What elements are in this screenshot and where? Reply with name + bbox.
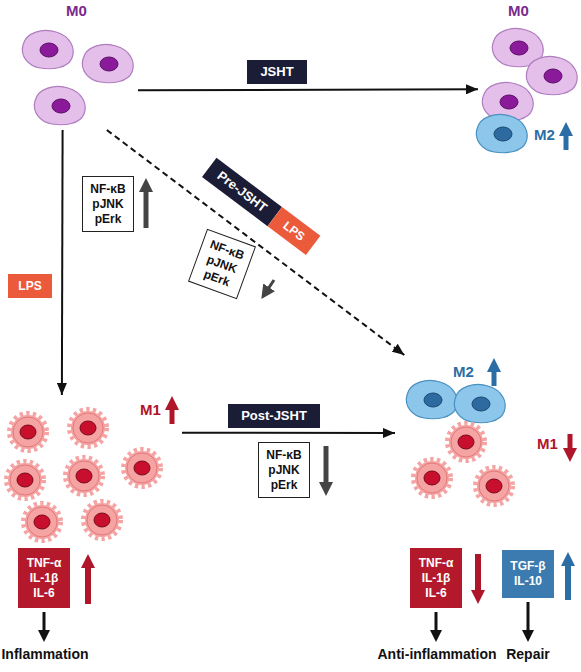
box-label: LPS	[18, 279, 41, 294]
signal-box: NF-κB pJNK pErk	[82, 176, 134, 232]
m1-cells	[8, 411, 511, 539]
stimulus-box: LPS	[268, 207, 321, 255]
box-label: NF-κB pJNK pErk	[262, 448, 306, 493]
treatment-box: Post-JSHT	[228, 404, 320, 428]
cell-type-label: M0	[508, 2, 529, 19]
box-label: TNF-α IL-1β IL-6	[21, 556, 67, 601]
m2-cells	[406, 115, 527, 423]
m1-cell	[415, 461, 449, 495]
increase-arrow	[170, 408, 175, 424]
m0-cell	[34, 87, 85, 125]
cytokine-box: TGF-β IL-10	[502, 550, 554, 598]
cell-type-label: M0	[66, 2, 87, 19]
m1-cell	[11, 415, 45, 449]
increase-arrow	[565, 564, 571, 600]
box-label: LPS	[280, 218, 308, 244]
m1-cell	[477, 469, 511, 503]
outcome-arrow	[435, 612, 438, 632]
stimulus-box: LPS	[8, 274, 52, 298]
m1-cell	[71, 411, 105, 445]
cell-type-label: M1	[537, 435, 558, 452]
signal-box: NF-κB pJNK pErk	[188, 229, 256, 299]
outcome-label: Repair	[498, 646, 558, 662]
m1-cell	[449, 425, 483, 459]
cell-cluster: M0	[8, 2, 138, 130]
box-label: JSHT	[260, 64, 293, 80]
increase-arrow	[564, 134, 569, 150]
increase-arrow	[85, 566, 91, 604]
signal-box: NF-κB pJNK pErk	[258, 442, 310, 498]
box-label: TGF-β IL-10	[505, 559, 551, 589]
decrease-arrow	[268, 280, 274, 289]
decrease-arrow	[324, 446, 329, 484]
cell-cluster: M1	[0, 395, 182, 540]
treatment-box: JSHT	[247, 60, 307, 84]
treatment-box: Pre-JSHT	[202, 158, 282, 227]
increase-arrow	[492, 370, 497, 386]
m0-cell	[22, 31, 73, 69]
flow-arrow	[138, 89, 478, 90]
m1-cell	[25, 505, 59, 539]
outcome-arrow	[43, 612, 46, 632]
m2-cell	[454, 385, 505, 423]
flow-arrow	[61, 130, 64, 395]
cell-type-label: M2	[453, 363, 474, 380]
cell-cluster: M2M1	[395, 355, 581, 505]
decrease-arrow	[568, 434, 573, 450]
m1-cell	[67, 459, 101, 493]
increase-arrow	[144, 190, 149, 228]
trend-arrows	[44, 134, 570, 632]
m0-cell	[526, 57, 577, 95]
cell-type-label: M2	[534, 126, 555, 143]
cell-type-label: M1	[140, 401, 161, 418]
box-label: Pre-JSHT	[214, 168, 271, 216]
flow-arrow	[107, 130, 405, 355]
cell-cluster: M0M2	[478, 2, 581, 150]
m2-cell	[476, 115, 527, 153]
box-label: NF-κB pJNK pErk	[194, 235, 251, 292]
flow-arrow	[182, 432, 395, 434]
m1-cell	[85, 503, 119, 537]
decrease-arrow	[475, 554, 481, 592]
cytokine-box: TNF-α IL-1β IL-6	[18, 548, 70, 608]
outcome-label: Anti-inflammation	[372, 646, 502, 662]
m1-cell	[8, 463, 42, 497]
box-label: Post-JSHT	[241, 408, 307, 424]
outcome-label: Inflammation	[0, 646, 95, 662]
m0-cells	[22, 29, 577, 125]
cytokine-box: TNF-α IL-1β IL-6	[410, 548, 462, 608]
box-label: NF-κB pJNK pErk	[86, 182, 130, 227]
m0-cell	[82, 45, 133, 83]
m1-cell	[125, 451, 159, 485]
box-label: TNF-α IL-1β IL-6	[413, 556, 459, 601]
m2-cell	[406, 381, 457, 419]
outcome-arrow	[527, 602, 530, 632]
